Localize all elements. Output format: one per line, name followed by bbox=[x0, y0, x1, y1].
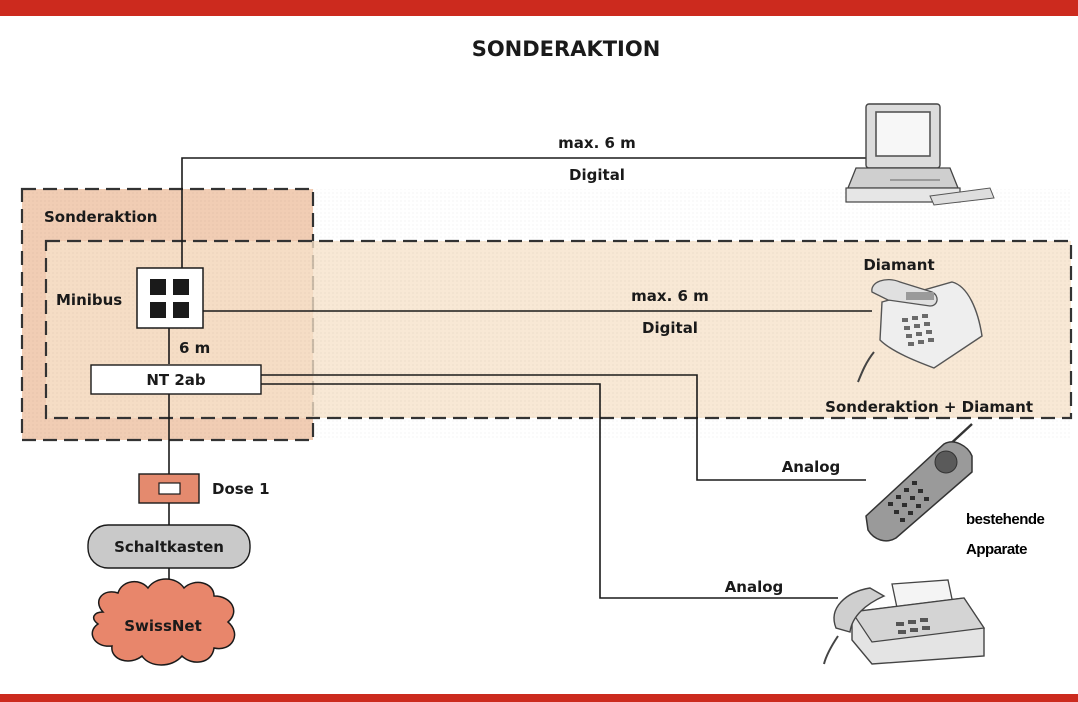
zone-label-sonderaktion-diamant: Sonderaktion + Diamant bbox=[825, 398, 1033, 416]
label-minibus: Minibus bbox=[56, 291, 122, 309]
label-existing-line2: Apparate bbox=[966, 541, 1027, 558]
schaltkasten-box bbox=[87, 524, 251, 569]
line-fax bbox=[261, 383, 838, 599]
connection-lines bbox=[168, 157, 872, 599]
label-computer-type: Digital bbox=[569, 166, 625, 184]
label-nt2ab: NT 2ab bbox=[146, 371, 206, 389]
minibus-box bbox=[136, 267, 204, 329]
desktop-computer-icon bbox=[845, 103, 995, 206]
zone-label-sonderaktion: Sonderaktion bbox=[44, 208, 158, 226]
label-fax-type: Analog bbox=[725, 578, 784, 596]
top-red-bar bbox=[0, 0, 1078, 16]
label-handy-type: Analog bbox=[782, 458, 841, 476]
swissnet-cloud bbox=[91, 578, 236, 666]
desk-telephone-icon bbox=[857, 278, 983, 383]
label-computer-distance: max. 6 m bbox=[558, 134, 636, 152]
label-diamant-distance: max. 6 m bbox=[631, 287, 709, 305]
fax-machine-icon bbox=[823, 579, 986, 665]
nt2ab-box bbox=[90, 364, 262, 395]
label-schaltkasten: Schaltkasten bbox=[114, 538, 224, 556]
line-computer bbox=[181, 157, 866, 280]
line-cordless bbox=[261, 374, 866, 481]
label-existing-line1: bestehende bbox=[966, 511, 1045, 528]
cordless-phone-icon bbox=[865, 423, 973, 542]
dose-box bbox=[138, 473, 200, 504]
label-diamant-type: Digital bbox=[642, 319, 698, 337]
label-minibus-nt-distance: 6 m bbox=[179, 339, 210, 357]
label-swissnet: SwissNet bbox=[124, 617, 202, 635]
bottom-red-bar bbox=[0, 694, 1078, 702]
label-dose: Dose 1 bbox=[212, 480, 270, 498]
label-diamant: Diamant bbox=[863, 256, 934, 274]
page-title: SONDERAKTION bbox=[472, 37, 661, 61]
